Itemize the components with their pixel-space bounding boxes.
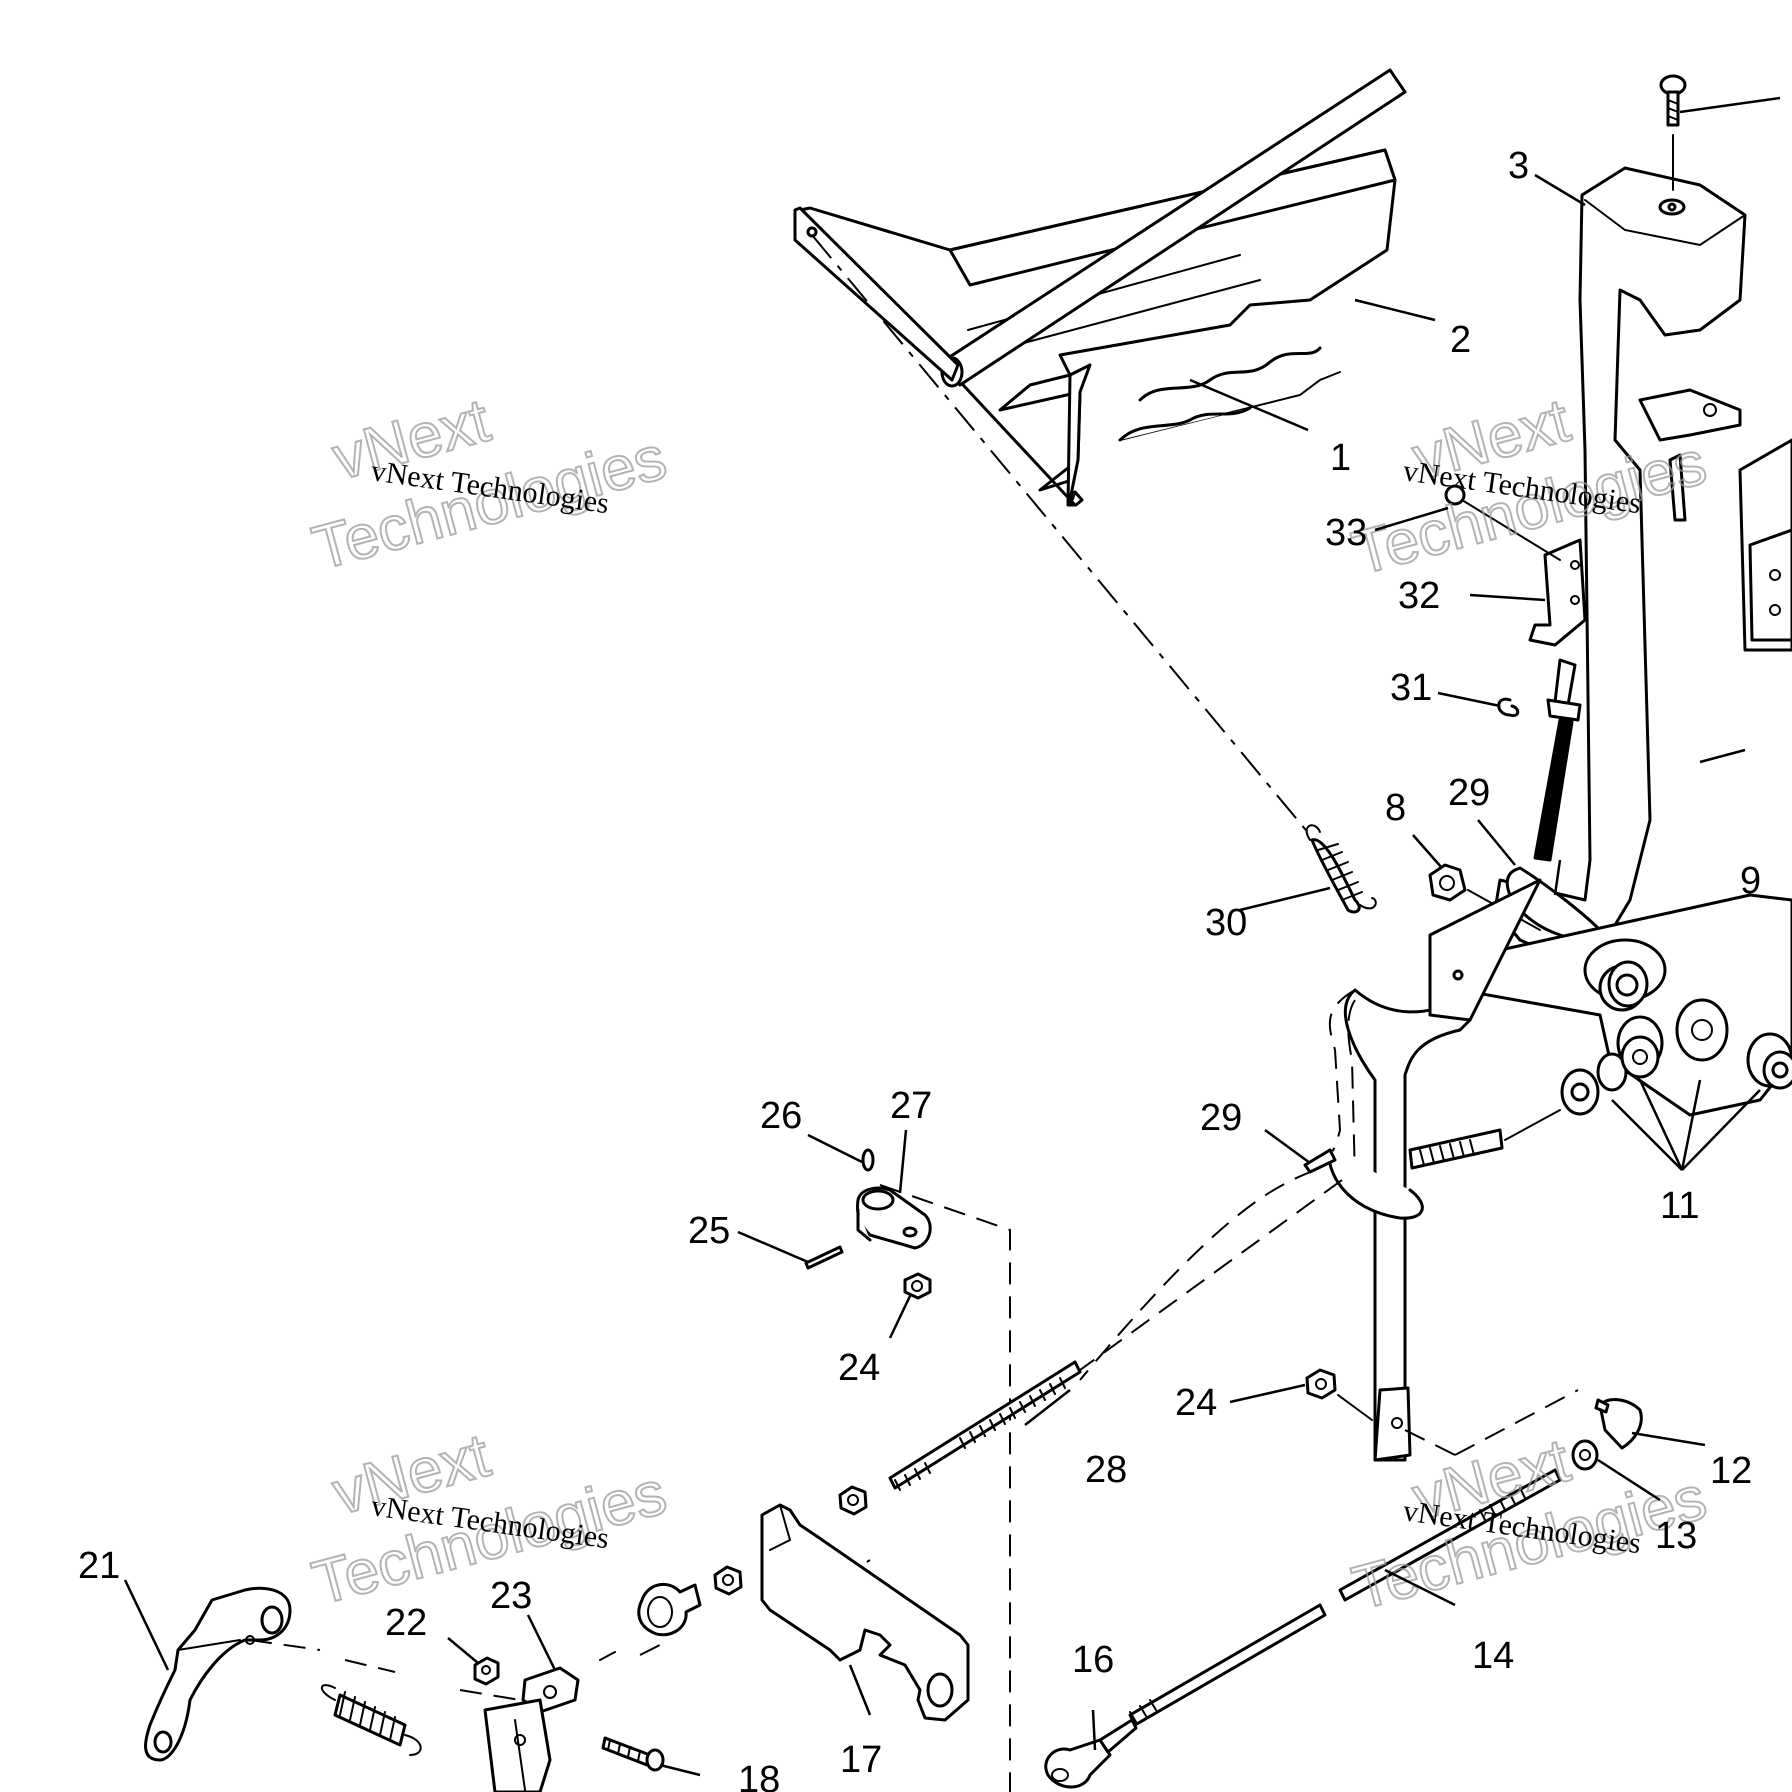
callout-13: 13 <box>1655 1515 1697 1557</box>
callout-33: 33 <box>1325 512 1367 554</box>
part-18-bolt <box>601 1736 665 1772</box>
connection-lines <box>249 234 1579 1792</box>
part-22-nut <box>473 1656 500 1686</box>
part-31-clip <box>1497 658 1582 862</box>
callout-12: 12 <box>1710 1450 1752 1492</box>
callout-27: 27 <box>890 1085 932 1127</box>
part-lever-arm <box>1314 878 1542 1462</box>
part-9-pivot-assembly <box>1408 893 1792 1171</box>
part-30-spring <box>1305 824 1377 914</box>
part-8-nut <box>1428 863 1541 931</box>
part-screw-top <box>1659 74 1781 191</box>
callout-leaders <box>123 173 1746 1777</box>
part-nuts-swivel <box>599 1485 868 1661</box>
part-32-bracket <box>1444 484 1587 647</box>
callout-23: 23 <box>490 1575 532 1617</box>
callout-11: 11 <box>1660 1185 1699 1227</box>
callout-32: 32 <box>1398 575 1440 617</box>
callout-21: 21 <box>78 1545 120 1587</box>
callout-25: 25 <box>688 1210 730 1252</box>
callout-14: 14 <box>1472 1635 1514 1677</box>
callout-2: 2 <box>1450 319 1471 361</box>
callout-17: 17 <box>840 1739 882 1781</box>
part-14-rod <box>1128 1468 1562 1727</box>
part-17-bracket <box>760 1503 970 1722</box>
part-12-ball-joint <box>1571 1398 1643 1471</box>
part-spring-lower <box>320 1684 422 1756</box>
part-23-clevis <box>483 1666 580 1792</box>
part-1-tube <box>793 68 1407 442</box>
callout-24-upper: 24 <box>838 1347 880 1389</box>
callout-28: 28 <box>1085 1449 1127 1491</box>
callout-3: 3 <box>1508 145 1529 187</box>
part-24-nut-lower <box>1305 1368 1373 1421</box>
part-3-lever-handle <box>1493 166 1792 957</box>
callout-1: 1 <box>1330 437 1351 479</box>
callout-8: 8 <box>1385 787 1406 829</box>
part-28-threaded-rod <box>888 1360 1082 1491</box>
callout-29-lower: 29 <box>1200 1097 1242 1139</box>
callout-29-upper: 29 <box>1448 772 1490 814</box>
part-29-spring-clip-lower <box>1303 1148 1424 1220</box>
callout-30: 30 <box>1205 902 1247 944</box>
callout-26: 26 <box>760 1095 802 1137</box>
part-27-plate <box>804 1148 932 1300</box>
part-16-rod-end <box>1044 1718 1138 1789</box>
part-21-bracket <box>144 1586 292 1762</box>
callout-numbers: 1 2 3 8 9 11 12 13 14 16 17 18 21 22 23 … <box>78 145 1761 1792</box>
callout-24-lower: 24 <box>1175 1382 1217 1424</box>
callout-18: 18 <box>738 1759 780 1792</box>
callout-16: 16 <box>1072 1639 1114 1681</box>
callout-9: 9 <box>1740 860 1761 902</box>
callout-31: 31 <box>1390 667 1432 709</box>
callout-22: 22 <box>385 1602 427 1644</box>
